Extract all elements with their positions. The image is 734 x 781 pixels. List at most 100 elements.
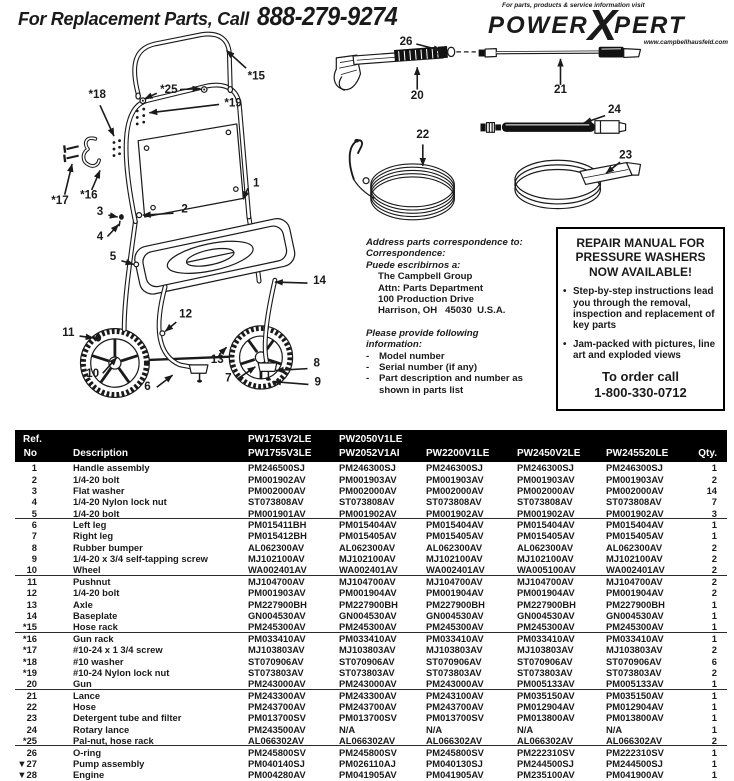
lance-drawing <box>478 46 642 59</box>
description-cell: Right leg <box>73 530 114 542</box>
description-cell: Handle assembly <box>73 462 150 474</box>
description-cell: Pushnut <box>73 575 111 587</box>
provide-list: -Model number-Serial number (if any)-Par… <box>366 351 538 397</box>
ref-cell: 6 <box>31 519 37 531</box>
part-number-cell: PM245300AV <box>426 621 484 633</box>
part-number-cell: PM001904AV <box>606 587 664 599</box>
callout-arrow <box>148 103 220 116</box>
part-number-cell: PM015405AV <box>426 530 484 542</box>
part-number-cell: PM035150AV <box>517 689 575 701</box>
qty-cell: 2 <box>711 541 717 553</box>
part-number-cell: MJ104700AV <box>339 575 396 587</box>
callout-arrow <box>108 212 119 219</box>
ref-cell: *16 <box>22 632 37 644</box>
part-number-cell: N/A <box>339 723 356 735</box>
part-number-cell: PM004280AV <box>248 769 306 781</box>
part-number-cell: PM222310SV <box>517 746 575 758</box>
description-cell: Gun rack <box>73 632 114 644</box>
hose-drawing <box>514 159 642 210</box>
logo-x-letter: X <box>587 1 618 50</box>
description-cell: Left leg <box>73 519 107 531</box>
description-cell: Baseplate <box>73 610 118 622</box>
callout-label: 26 <box>400 35 413 48</box>
part-number-cell: PM001902AV <box>248 473 306 485</box>
ref-cell: 3 <box>31 484 37 496</box>
repair-bullet: •Jam-packed with pictures, line art and … <box>563 338 716 362</box>
callout-arrow <box>90 170 101 191</box>
callout-arrow <box>275 366 308 374</box>
header-cell: PW2050V1LE <box>339 433 403 445</box>
correspondence-block: Address parts correspondence to:Correspo… <box>366 237 538 396</box>
part-number-cell: AL066302AV <box>248 735 305 746</box>
address-line: 100 Production Drive <box>378 294 474 306</box>
part-number-cell: PM246300SJ <box>426 462 483 474</box>
part-number-cell: PM001904AV <box>426 587 484 599</box>
callout-arrow <box>583 114 606 124</box>
part-number-cell: WA002401AV <box>248 564 307 576</box>
part-number-cell: PM041905AV <box>339 769 397 781</box>
callout-arrow <box>416 43 442 52</box>
description-cell: Hose rack <box>73 621 118 633</box>
correspondence-line: Puede escribirnos a: <box>366 259 461 271</box>
description-cell: Gun <box>73 678 92 690</box>
ref-cell: ▼28 <box>17 769 37 781</box>
part-number-cell: MJ104700AV <box>248 575 305 587</box>
part-number-cell: PM243000AV <box>426 678 484 690</box>
part-number-cell: N/A <box>606 723 623 735</box>
address-line: Harrison, OH 45030 U.S.A. <box>378 305 506 317</box>
baseplate-drawing <box>134 218 296 295</box>
callout-label: 20 <box>411 89 424 102</box>
description-cell: Pump assembly <box>73 757 145 769</box>
part-number-cell: ST070906AV <box>606 655 662 667</box>
description-cell: Wheel <box>73 564 101 576</box>
logo-power-text: POWER <box>488 11 589 39</box>
callout-label: 4 <box>97 230 104 243</box>
part-number-cell: GN004530AV <box>339 610 397 622</box>
callout-arrow <box>605 161 621 174</box>
ref-cell: *17 <box>22 644 37 656</box>
callout-label: 6 <box>144 380 151 393</box>
callout-arrow <box>274 279 308 286</box>
part-number-cell: PM245800SV <box>339 746 397 758</box>
part-number-cell: PM015411BH <box>248 519 307 531</box>
ref-cell: 11 <box>27 575 37 587</box>
part-number-cell: PM002000AV <box>248 484 306 496</box>
part-number-cell: PM246500SJ <box>248 462 305 474</box>
callout-label: 13 <box>211 353 224 366</box>
part-number-cell: PM013800AV <box>517 712 575 724</box>
repair-bullet: •Step-by-step instructions lead you thro… <box>563 286 715 332</box>
qty-cell: 1 <box>711 632 717 644</box>
part-number-cell: MJ102100AV <box>426 553 483 565</box>
part-number-cell: MJ102100AV <box>339 553 396 565</box>
ref-cell: *19 <box>22 666 37 678</box>
qty-cell: 2 <box>711 564 717 576</box>
powerxpert-logo: For parts, products & service informatio… <box>488 1 728 50</box>
callout-arrow <box>102 356 118 374</box>
callout-arrow <box>106 223 120 238</box>
part-number-cell: N/A <box>426 723 443 735</box>
callout-label: 10 <box>86 367 99 380</box>
callout-arrow <box>142 211 174 218</box>
callout-label: *18 <box>89 88 107 101</box>
callout-label: 3 <box>97 205 104 218</box>
part-number-cell: PM227900BH <box>517 598 576 610</box>
ref-cell: 1 <box>31 462 37 474</box>
qty-cell: 1 <box>711 598 717 610</box>
part-number-cell: PM002000AV <box>426 484 484 496</box>
part-number-cell: MJ103803AV <box>517 644 574 656</box>
description-cell: O-ring <box>73 746 102 758</box>
part-number-cell: MJ103803AV <box>339 644 396 656</box>
ref-cell: 10 <box>26 564 37 576</box>
description-cell: #10-24 Nylon lock nut <box>73 666 170 678</box>
callout-arrow <box>179 85 201 93</box>
